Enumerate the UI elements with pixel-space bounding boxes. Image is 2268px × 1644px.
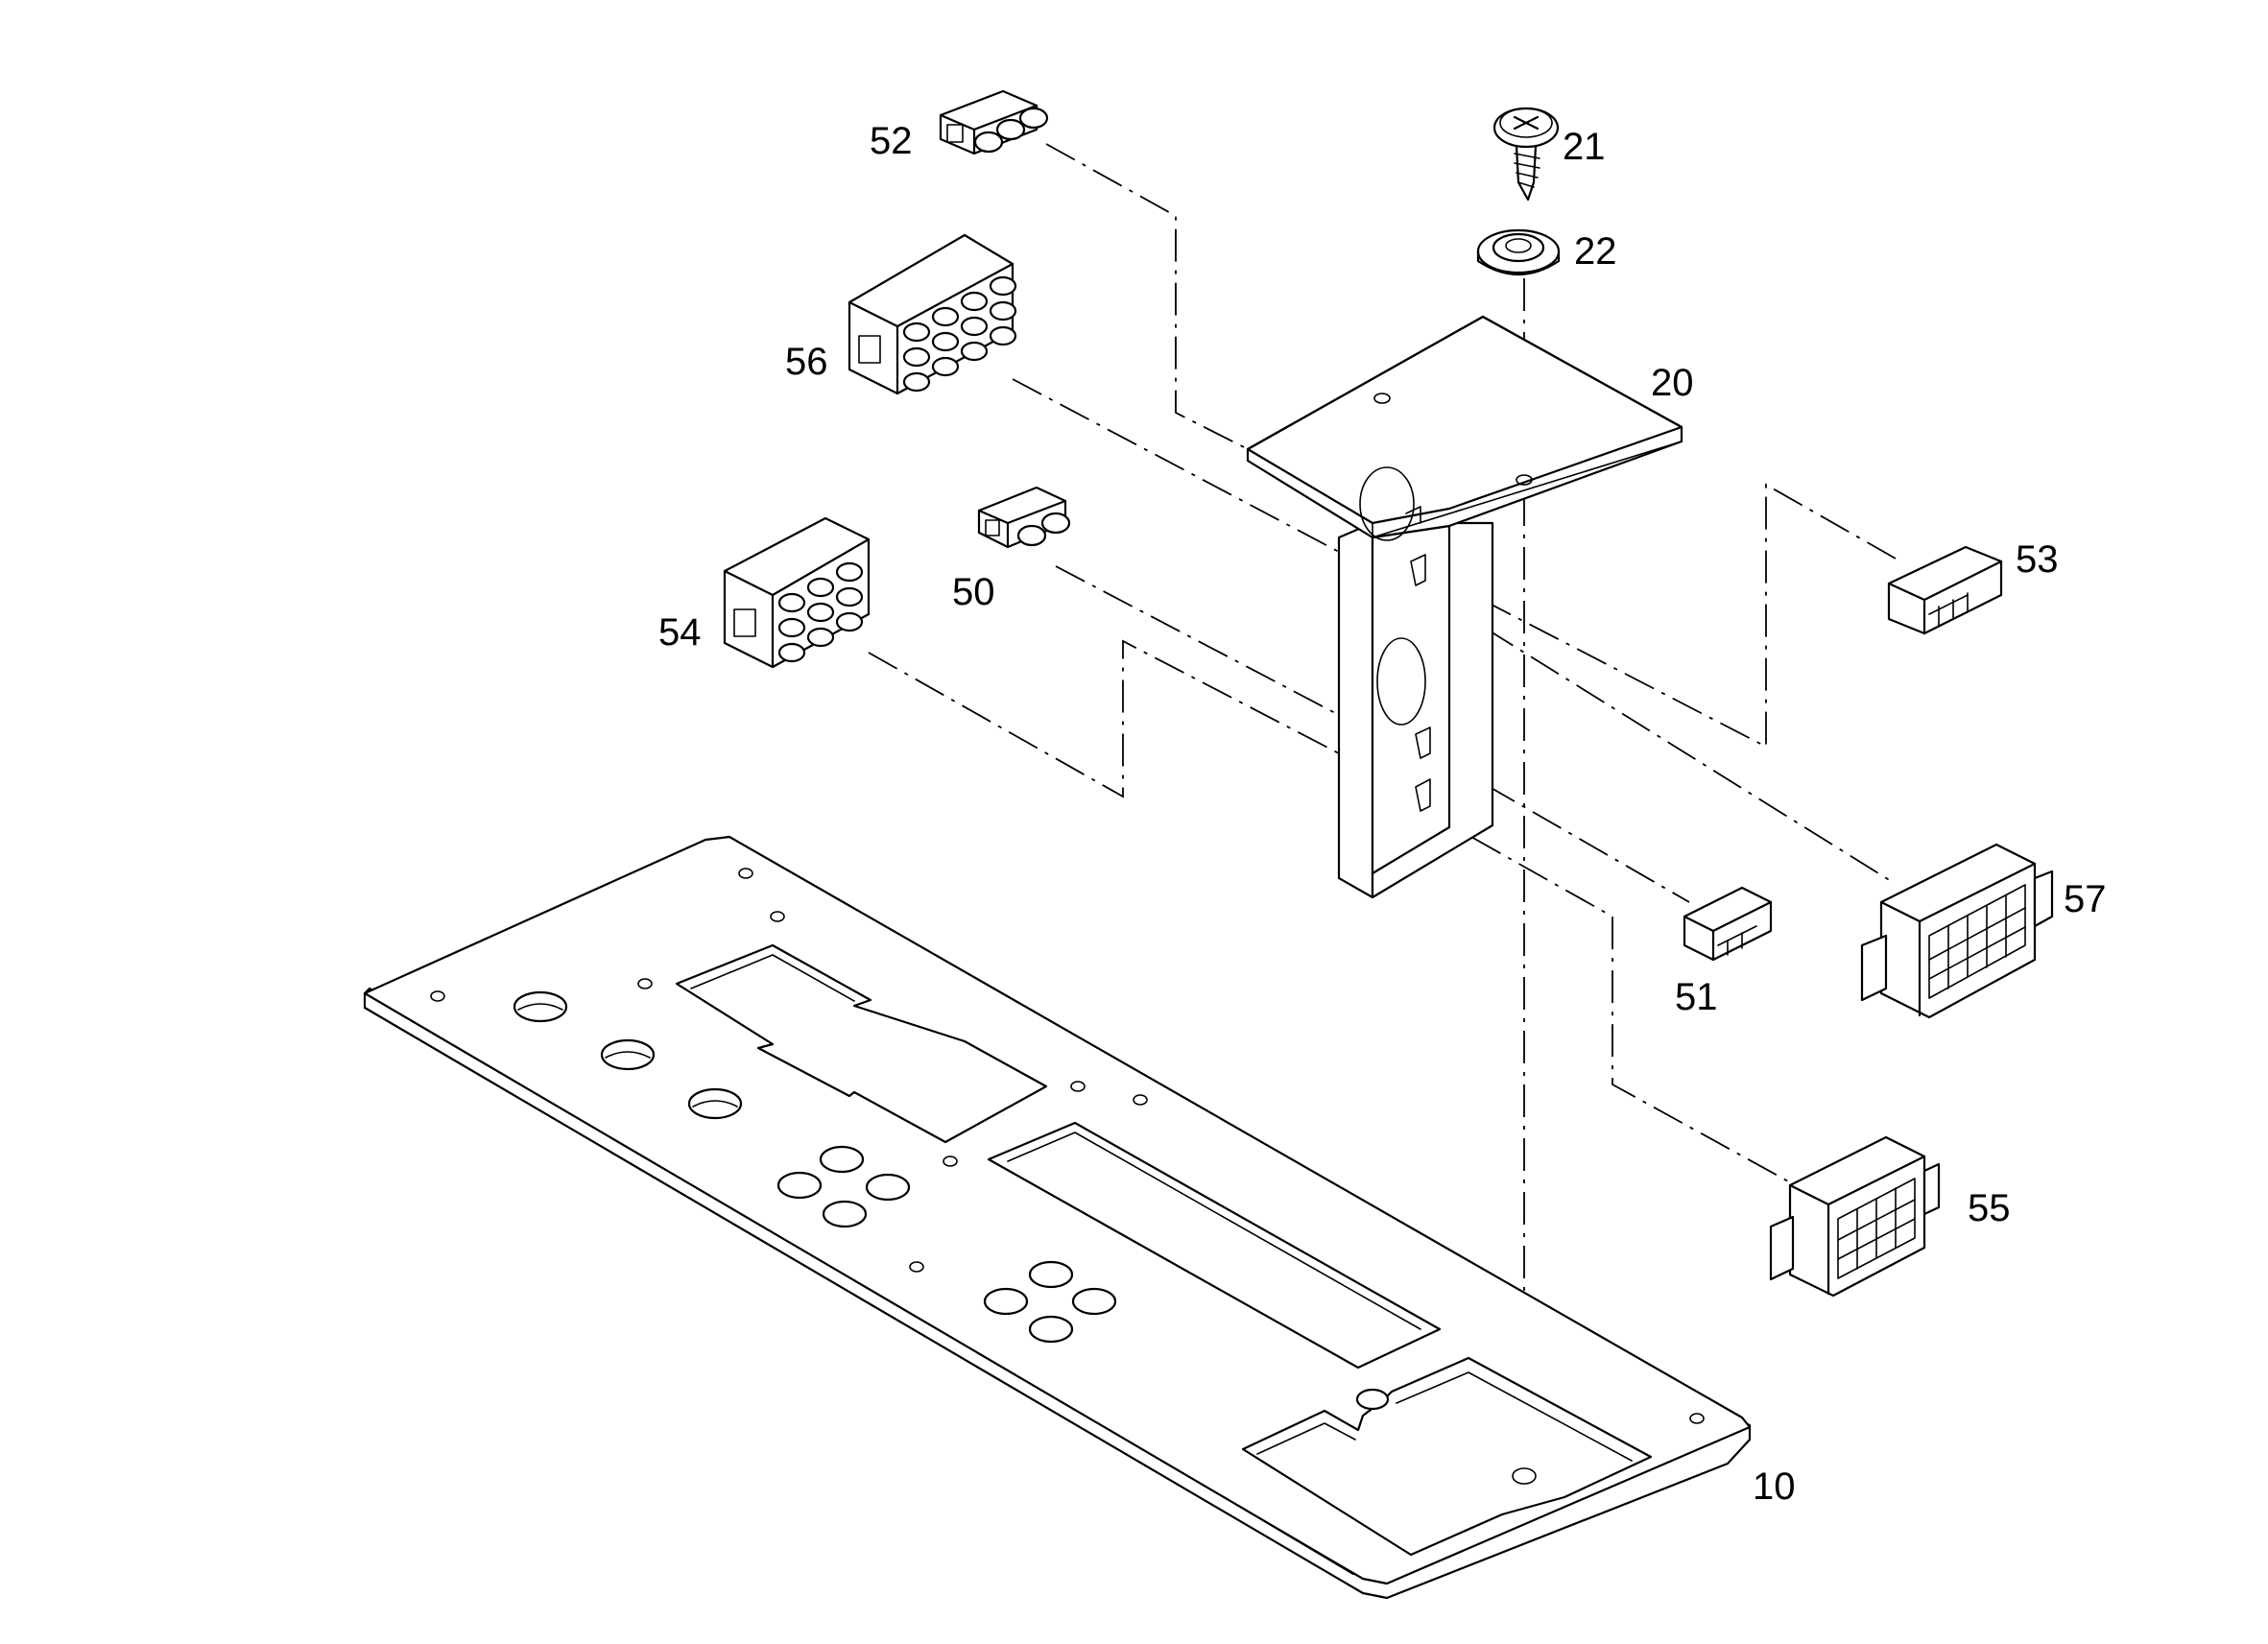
label-55: 55 [1968,1187,2011,1229]
label-22: 22 [1574,230,1617,273]
assembly-leader-lines [868,143,1897,1473]
part-labels: 52 21 22 56 20 53 50 54 57 51 55 10 [658,120,2107,1508]
label-21: 21 [1563,126,1606,168]
connector-51 [1683,886,1773,962]
connector-50 [977,486,1071,549]
label-54: 54 [658,611,702,654]
label-20: 20 [1651,362,1694,404]
connector-53 [1887,545,2003,635]
base-plate [363,835,1752,1600]
label-52: 52 [870,120,913,162]
label-56: 56 [785,341,828,383]
connector-52 [939,89,1049,155]
connector-55 [1769,1135,1941,1298]
connector-57 [1860,843,2054,1019]
label-50: 50 [952,571,995,613]
label-10: 10 [1753,1465,1796,1508]
bracket [1246,315,1683,899]
label-57: 57 [2064,878,2107,920]
washer [1476,228,1561,276]
screw [1492,107,1560,202]
label-51: 51 [1675,976,1718,1018]
connector-56 [848,233,1017,395]
connector-54 [723,516,871,669]
label-53: 53 [2016,538,2059,581]
